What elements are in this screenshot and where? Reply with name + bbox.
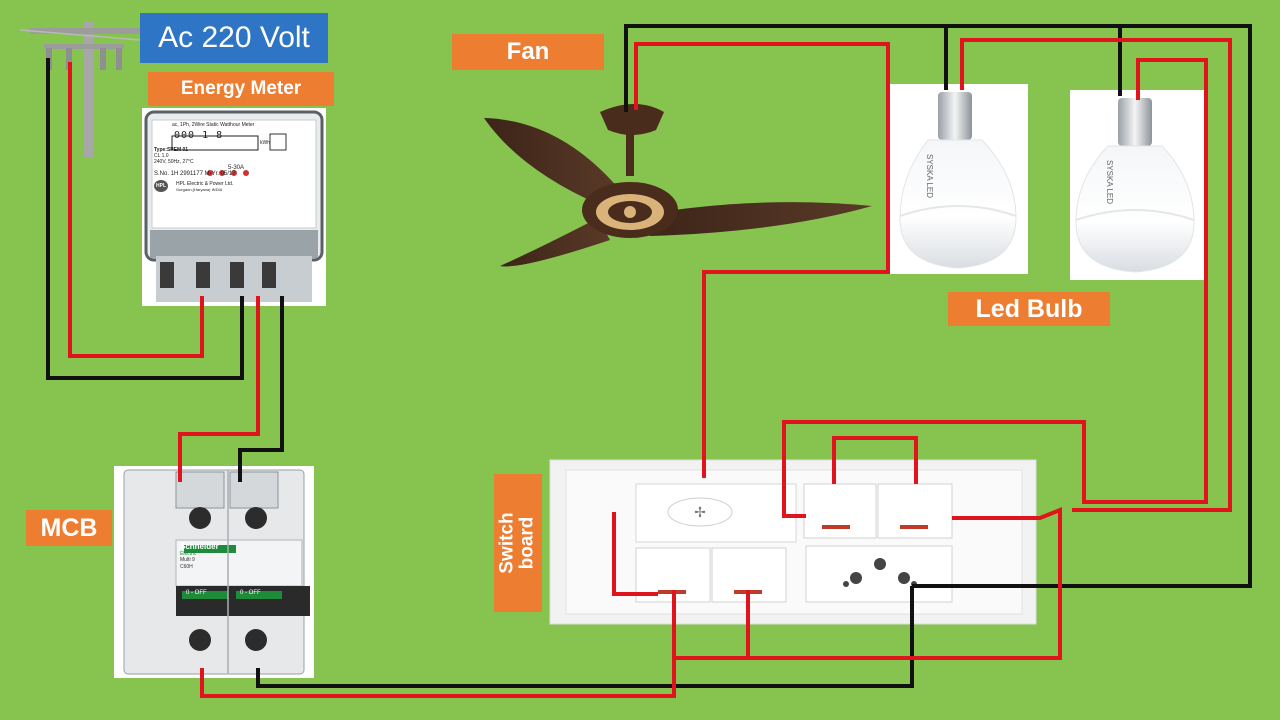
energy-meter-label: Energy Meter <box>148 72 334 106</box>
neutral-mcb-to-fan-bulbs <box>256 586 914 688</box>
meter-unit: kWh <box>260 140 270 146</box>
bulb1-brand: SYSKA LED <box>925 154 934 199</box>
meter-current: 5-30A <box>228 165 245 171</box>
meter-rating: 240V, 50Hz, 27°C <box>154 159 194 165</box>
neutral-main-trunk <box>624 24 1252 588</box>
mcb-brand: Schneider <box>180 542 219 551</box>
mcb-rating: C60H <box>180 564 193 570</box>
switch-board: ✢ <box>549 459 1037 625</box>
mcb-model: Multi 9 <box>180 557 195 563</box>
mcb-label: MCB <box>26 510 112 546</box>
neutral-wires <box>46 24 1252 688</box>
meter-type: Type:SPEM 01 <box>154 147 189 153</box>
led-bulb-label-text: Led Bulb <box>975 294 1083 323</box>
mcb-off-left: 0 - OFF <box>186 590 207 596</box>
phase-to-fan <box>634 42 890 478</box>
led-bulb-2 <box>1070 90 1204 280</box>
phase-socket-loop <box>612 512 658 596</box>
fan-label-text: Fan <box>506 38 550 65</box>
energy-meter <box>142 108 326 306</box>
phase-to-bulb1 <box>782 58 1208 504</box>
fan-label: Fan <box>452 34 604 70</box>
neutral-pole-to-meter <box>46 58 244 380</box>
meter-reading: 000 1 8 <box>174 130 224 141</box>
meter-address: Gurgaon,(Haryana) INDIA <box>176 186 223 192</box>
phase-to-bulb2 <box>960 38 1232 512</box>
supply-label: Ac 220 Volt <box>140 13 328 63</box>
phase-bulb1-switch <box>832 436 918 484</box>
meter-class: CL 1.0 <box>154 153 169 159</box>
mcb-off-right: 0 - OFF <box>240 590 261 596</box>
meter-maker: HPL Electric & Power Ltd. <box>176 180 234 187</box>
switchboard-label: Switch board <box>494 474 542 612</box>
neutral-meter-to-mcb <box>238 296 284 482</box>
energy-meter-label-text: Energy Meter <box>180 78 302 99</box>
led-bulb-1 <box>890 84 1028 274</box>
led-bulb-label: Led Bulb <box>948 292 1110 326</box>
utility-pole <box>19 22 141 158</box>
phase-wires <box>68 38 1232 698</box>
bulb2-brand: SYSKA LED <box>1105 160 1114 205</box>
mcb-brand-sub: Electric <box>180 551 197 557</box>
phase-meter-to-mcb <box>178 296 260 482</box>
svg-text:✢: ✢ <box>694 505 706 521</box>
meter-serial: S.No. 1H 2991177 M-Yr. 05/17 <box>154 171 236 177</box>
mcb-breaker <box>114 466 314 678</box>
mcb-label-text: MCB <box>40 513 98 542</box>
meter-brand-logo: HPL <box>154 180 168 192</box>
meter-face: ac, 1Ph, 2Wire Static Watthour Meter 000… <box>154 122 314 226</box>
phase-mcb-to-board <box>200 590 676 698</box>
phase-pole-to-meter <box>68 62 204 358</box>
switchboard-label-text: Switch board <box>497 512 539 574</box>
phase-switch-loop <box>782 478 806 518</box>
ceiling-fan <box>484 104 872 267</box>
mcb-face: Schneider Electric Multi 9 C60H <box>180 542 240 570</box>
phase-board-bus <box>674 507 1062 660</box>
meter-header: ac, 1Ph, 2Wire Static Watthour Meter <box>172 122 255 128</box>
supply-label-text: Ac 220 Volt <box>158 21 310 54</box>
